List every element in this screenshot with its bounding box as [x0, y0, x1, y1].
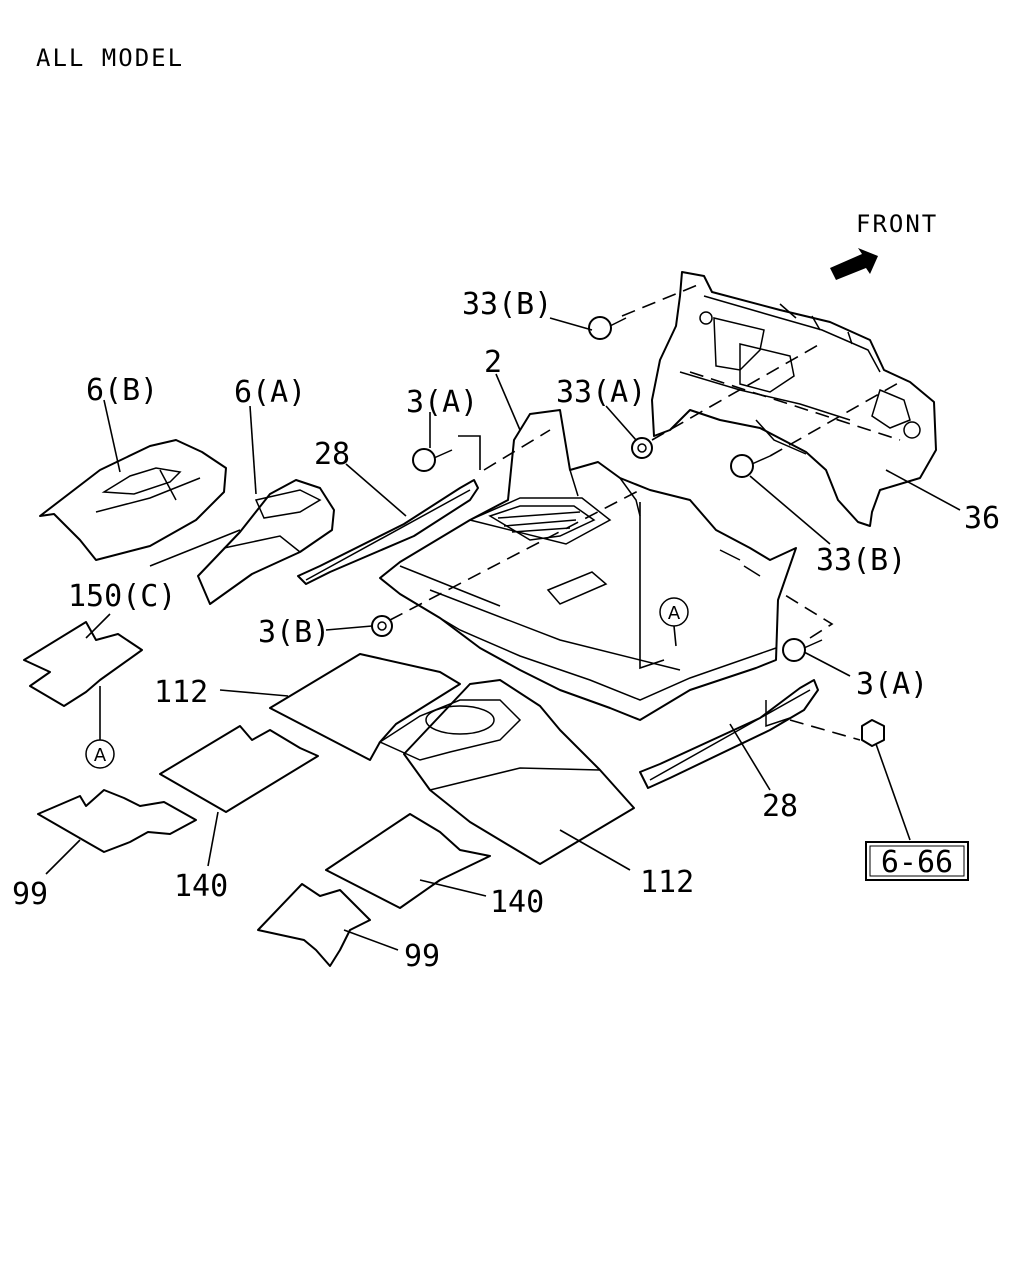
leader-line: [85, 613, 111, 639]
leader-line: [559, 829, 631, 871]
label-2: 2: [484, 345, 502, 380]
label-99-right: 99: [404, 939, 440, 974]
mat-99-left: [37, 789, 197, 853]
leader-line: [343, 929, 399, 951]
label-140-right: 140: [490, 885, 544, 920]
front-label: FRONT: [856, 210, 938, 238]
leader-line: [673, 625, 677, 647]
label-3a-top: 3(A): [406, 385, 478, 420]
leader-line: [325, 625, 373, 631]
sill-strip-28-left: [297, 479, 479, 585]
reference-box: [865, 841, 969, 881]
side-trim-6a: [149, 479, 335, 605]
label-33a: 33(A): [556, 375, 646, 410]
clip-6-66: [861, 719, 885, 747]
insulator-112-right: [378, 679, 635, 865]
leader-line: [207, 811, 219, 867]
label-28-left: 28: [314, 437, 350, 472]
assembly-line: [689, 371, 901, 441]
label-6a: 6(A): [234, 375, 306, 410]
leader-line: [729, 723, 771, 791]
leader-line: [345, 463, 407, 517]
clip-33b-right: [730, 454, 771, 478]
leader-line: [249, 405, 257, 495]
leader-line: [749, 475, 831, 545]
leader-line: [495, 373, 521, 431]
grommet-3b: [371, 615, 393, 637]
assembly-line: [483, 429, 551, 471]
label-140-left: 140: [174, 869, 228, 904]
callout-a-center: A: [659, 597, 689, 627]
label-28-right: 28: [762, 789, 798, 824]
label-112-right: 112: [640, 865, 694, 900]
label-99-left: 99: [12, 877, 48, 912]
leader-line: [219, 689, 289, 697]
svg-text:A: A: [94, 745, 107, 766]
leader-line: [803, 651, 851, 677]
label-3a-right: 3(A): [856, 667, 928, 702]
reference-box-label: 6-66: [881, 845, 953, 880]
grommet-33a: [631, 437, 653, 459]
label-150c: 150(C): [68, 579, 176, 614]
assembly-line: [779, 591, 834, 639]
assembly-line: [621, 283, 701, 317]
label-33b-right: 33(B): [816, 543, 906, 578]
sill-strip-28-right: [639, 679, 819, 789]
leader-line: [875, 743, 911, 841]
callout-a-left: A: [85, 739, 115, 769]
leader-line: [605, 405, 637, 441]
leader-line: [103, 399, 121, 473]
assembly-line: [651, 343, 821, 441]
assembly-line: [789, 719, 861, 741]
front-arrow-icon: [830, 248, 878, 280]
leader-line: [549, 317, 593, 331]
label-6b: 6(B): [86, 373, 158, 408]
assembly-line: [769, 381, 901, 457]
label-36: 36: [964, 501, 1000, 536]
clip-3a-top: [412, 448, 453, 472]
silencer-140-right: [325, 813, 491, 909]
clip-3a-right: [782, 638, 823, 662]
leader-line: [639, 502, 665, 670]
side-trim-6b: [39, 439, 227, 561]
label-3b: 3(B): [258, 615, 330, 650]
label-112-left: 112: [154, 675, 208, 710]
insulator-112-left: [269, 653, 461, 761]
assembly-line: [389, 489, 641, 621]
leader-line: [458, 435, 481, 470]
leader-line: [885, 469, 961, 511]
leader-line: [419, 879, 487, 897]
pad-150c: [23, 621, 143, 707]
clip-33b-top: [588, 316, 627, 340]
label-33b-top: 33(B): [462, 287, 552, 322]
svg-text:A: A: [668, 603, 681, 624]
leader-line: [45, 839, 81, 875]
model-title: ALL MODEL: [36, 44, 184, 72]
mat-99-right: [257, 883, 371, 967]
dash-insulator-36: [651, 271, 937, 527]
silencer-140-left: [159, 725, 319, 813]
